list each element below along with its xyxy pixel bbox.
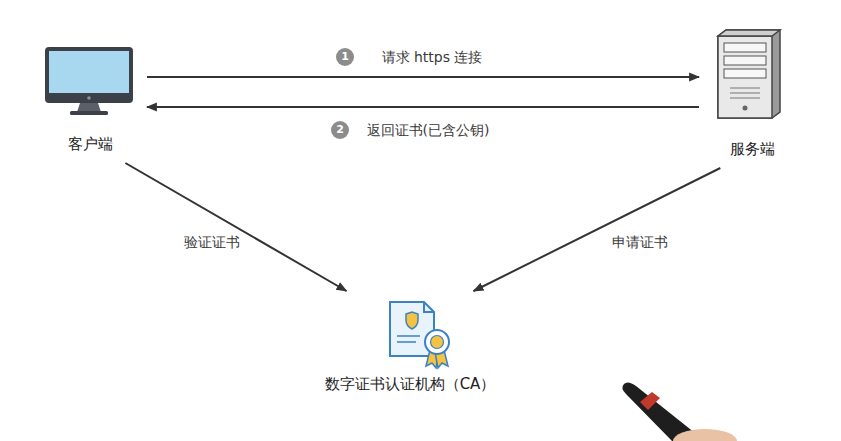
certificate-icon: [390, 302, 449, 368]
edge-label: 验证证书: [181, 233, 243, 251]
node-label: 服务端: [704, 139, 800, 159]
edge-label: 请求 https 连接: [379, 48, 486, 66]
edge-label: 返回证书(已含公钥): [364, 121, 493, 139]
pen-pointer: [622, 382, 737, 441]
monitor-icon: [45, 47, 133, 115]
callout-number: 1: [336, 48, 354, 66]
arrow-connector: [125, 163, 346, 291]
edge-label: 申请证书: [609, 233, 671, 251]
entity-node: 服务端: [704, 28, 800, 163]
arrow-connector: [474, 168, 721, 291]
entity-node: 客户端: [38, 42, 142, 158]
entity-node: 数字证书认证机构（CA）: [317, 296, 504, 398]
node-label: 数字证书认证机构（CA）: [317, 374, 504, 394]
arrow-connector: [147, 106, 699, 108]
callout-number: 2: [331, 121, 349, 139]
node-label: 客户端: [38, 134, 142, 154]
server-icon: [718, 30, 780, 118]
arrow-connector: [147, 76, 699, 78]
